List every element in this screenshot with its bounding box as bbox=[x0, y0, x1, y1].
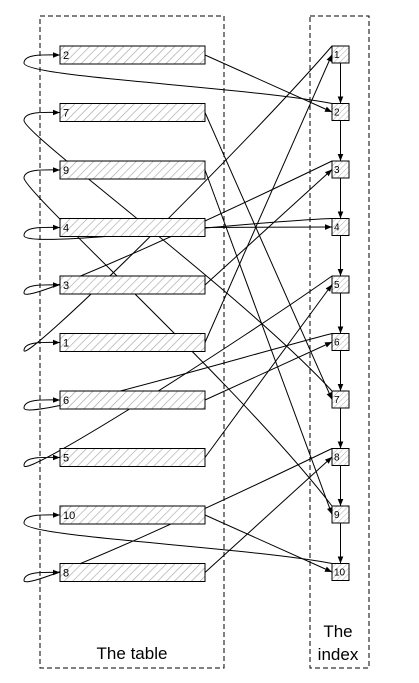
index-to-row-pointer bbox=[23, 333, 333, 411]
table-row-key: 6 bbox=[63, 395, 69, 407]
index-entry-box bbox=[331, 333, 350, 351]
table-row-key: 1 bbox=[63, 338, 69, 350]
index-to-row-pointer bbox=[23, 45, 333, 352]
table-row-key: 2 bbox=[63, 50, 69, 62]
table-row-box bbox=[59, 448, 206, 467]
table-row-key: 9 bbox=[63, 165, 69, 177]
row-to-index-pointer bbox=[204, 456, 333, 573]
index-entry-box bbox=[331, 218, 350, 236]
table-row: 3 bbox=[59, 275, 206, 295]
index-entry-box bbox=[331, 505, 350, 524]
table-row-key: 3 bbox=[63, 280, 69, 292]
index-entry: 7 bbox=[331, 390, 350, 409]
table-row-box bbox=[59, 563, 206, 582]
table-row-box bbox=[59, 275, 206, 295]
index-entry-key: 7 bbox=[334, 395, 340, 406]
table-row: 6 bbox=[59, 390, 206, 410]
table-row-box bbox=[59, 218, 206, 237]
index-entry: 4 bbox=[331, 218, 350, 236]
index-caption-line2: index bbox=[318, 645, 359, 664]
index-entry: 8 bbox=[331, 448, 350, 466]
table-row: 2 bbox=[59, 45, 206, 65]
table-row-key: 10 bbox=[63, 510, 75, 522]
table-row: 1 bbox=[59, 333, 206, 352]
index-entry-key: 1 bbox=[334, 50, 340, 61]
index-entry: 10 bbox=[331, 563, 350, 581]
index-entries: 1 2 3 4 5 6 7 8 9 10 bbox=[331, 45, 350, 581]
index-entry-key: 4 bbox=[334, 223, 340, 234]
index-to-row-pointer bbox=[23, 448, 333, 583]
table-row-box bbox=[59, 45, 206, 65]
table-row: 5 bbox=[59, 448, 206, 467]
index-entry: 3 bbox=[331, 160, 350, 179]
index-to-row-pointer bbox=[23, 218, 333, 240]
index-frame bbox=[309, 15, 370, 669]
row-to-index-pointer bbox=[204, 284, 333, 458]
index-entry: 6 bbox=[331, 333, 350, 351]
index-entry-key: 8 bbox=[334, 453, 340, 464]
connectors bbox=[23, 45, 344, 583]
table-row-key: 4 bbox=[63, 223, 69, 235]
index-entry-box bbox=[331, 103, 350, 121]
row-to-index-pointer bbox=[204, 169, 333, 515]
table-row-box bbox=[59, 390, 206, 410]
index-entry: 1 bbox=[331, 45, 350, 64]
row-to-index-pointer bbox=[204, 54, 333, 343]
table-row: 9 bbox=[59, 160, 206, 180]
index-entry-box bbox=[331, 45, 350, 64]
index-to-row-pointer bbox=[23, 512, 333, 564]
table-row-box bbox=[59, 160, 206, 180]
table-frame bbox=[39, 15, 225, 669]
index-entry-box bbox=[331, 448, 350, 466]
index-entry-key: 3 bbox=[334, 165, 340, 176]
table-row-box bbox=[59, 505, 206, 525]
index-entry: 5 bbox=[331, 275, 350, 294]
table-row-box bbox=[59, 333, 206, 352]
index-to-row-pointer bbox=[23, 52, 333, 104]
index-entry-key: 2 bbox=[334, 108, 340, 119]
index-entry-key: 10 bbox=[334, 568, 346, 579]
index-entry-box bbox=[331, 563, 350, 581]
table-row-box bbox=[59, 103, 206, 122]
index-entry: 9 bbox=[331, 505, 350, 524]
table-caption: The table bbox=[97, 644, 168, 663]
index-caption-line1: The bbox=[323, 622, 352, 641]
index-entry: 2 bbox=[331, 103, 350, 121]
row-to-index-pointer bbox=[204, 514, 333, 573]
table-rows: 2 7 9 4 3 1 6 5 10 8 bbox=[59, 45, 206, 582]
table-row-key: 7 bbox=[63, 108, 69, 120]
table-row: 7 bbox=[59, 103, 206, 122]
index-to-row-pointer bbox=[23, 109, 333, 392]
index-entry-box bbox=[331, 390, 350, 409]
index-entry-key: 9 bbox=[334, 510, 340, 521]
row-to-index-pointer bbox=[204, 169, 333, 286]
index-to-row-pointer bbox=[23, 275, 333, 467]
index-entry-box bbox=[331, 275, 350, 294]
index-entry-key: 6 bbox=[334, 338, 340, 349]
table-row-key: 5 bbox=[63, 453, 69, 465]
table-row: 10 bbox=[59, 505, 206, 525]
table-row: 4 bbox=[59, 218, 206, 237]
index-entry-box bbox=[331, 160, 350, 179]
table-row: 8 bbox=[59, 563, 206, 582]
table-row-key: 8 bbox=[63, 568, 69, 580]
index-to-row-pointer bbox=[23, 160, 333, 295]
index-entry-key: 5 bbox=[334, 280, 340, 291]
